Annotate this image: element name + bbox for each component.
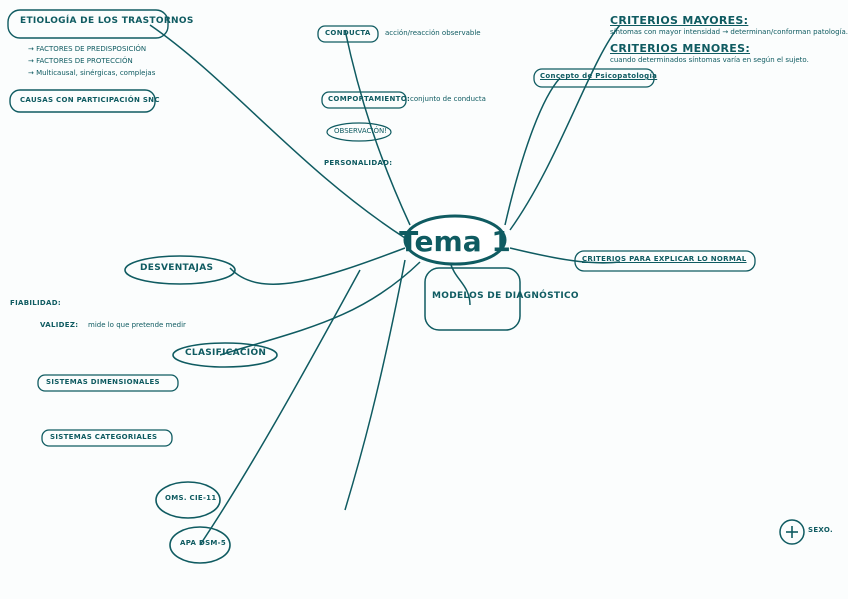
etiologia-label: ETIOLOGÍA DE LOS TRASTORNOS	[20, 16, 194, 26]
plus-icon-bubble	[779, 519, 805, 545]
branch-concepto	[504, 77, 561, 226]
branch-dsm	[199, 269, 361, 546]
modelos-box	[424, 267, 521, 331]
center-title: Tema 1	[399, 225, 511, 258]
criterios-normal-label: CRITERIOS PARA EXPLICAR LO NORMAL	[582, 255, 747, 263]
branch-criterios	[509, 24, 621, 231]
concepto-label: Concepto de Psicopatología	[540, 72, 658, 80]
conducta-def: acción/reacción observable	[385, 29, 481, 37]
comportamiento-label: COMPORTAMIENTO:	[328, 95, 411, 103]
branch-desventajas	[229, 247, 406, 285]
observacion-label: OBSERVACIÓN!	[334, 127, 388, 135]
desventajas-label: DESVENTAJAS	[140, 263, 214, 273]
conducta-label: CONDUCTA	[325, 29, 371, 37]
causas-box	[9, 89, 156, 113]
dimensionales-box	[37, 374, 179, 392]
causas-label: CAUSAS CON PARTICIPACIÓN SNC	[20, 96, 160, 104]
multicausal-label: → Multicausal, sinérgicas, complejas	[28, 69, 156, 77]
sexo-label: SEXO.	[808, 526, 833, 534]
criterios-menores-def: cuando determinados síntomas varía en se…	[610, 56, 809, 64]
categoriales-box	[41, 429, 173, 447]
proteccion-label: → FACTORES DE PROTECCIÓN	[28, 57, 133, 65]
validez-label: VALIDEZ:	[40, 321, 79, 329]
dimensionales-label: SISTEMAS DIMENSIONALES	[46, 378, 160, 386]
branch-conducta	[344, 29, 411, 226]
branch-etiologia	[149, 24, 406, 239]
concepto-box	[533, 68, 655, 88]
observacion-bubble	[326, 122, 392, 142]
clasificacion-label: CLASIFICACIÓN	[185, 348, 267, 358]
criterios-mayores-label: CRITERIOS MAYORES:	[610, 14, 749, 27]
clasificacion-bubble	[172, 342, 278, 368]
oms-bubble	[155, 481, 221, 519]
criterios-normal-box	[574, 250, 756, 272]
comportamiento-box	[321, 91, 407, 109]
conducta-box	[317, 25, 379, 43]
apa-label: APA DSM-5	[180, 539, 227, 547]
branch-clasificacion	[219, 261, 421, 356]
personalidad-label: PERSONALIDAD:	[324, 159, 393, 167]
predisposicion-label: → FACTORES DE PREDISPOSICIÓN	[28, 45, 147, 53]
fiabilidad-label: FIABILIDAD:	[10, 299, 61, 307]
criterios-menores-label: CRITERIOS MENORES:	[610, 42, 751, 55]
categoriales-label: SISTEMAS CATEGORIALES	[50, 433, 158, 441]
etiologia-box	[7, 9, 169, 39]
modelos-label: MODELOS DE DIAGNÓSTICO	[432, 291, 579, 301]
branch-observacion	[344, 259, 406, 511]
branch-normal	[509, 247, 621, 264]
center-node	[403, 214, 507, 266]
validez-def: mide lo que pretende medir	[88, 321, 186, 329]
comportamiento-def: conjunto de conducta	[410, 95, 486, 103]
apa-bubble	[169, 526, 231, 564]
criterios-mayores-def: síntomas con mayor intensidad → determin…	[610, 28, 848, 36]
desventajas-bubble	[124, 255, 236, 285]
oms-label: OMS. CIE-11	[165, 494, 217, 502]
branch-modelos	[449, 261, 471, 306]
